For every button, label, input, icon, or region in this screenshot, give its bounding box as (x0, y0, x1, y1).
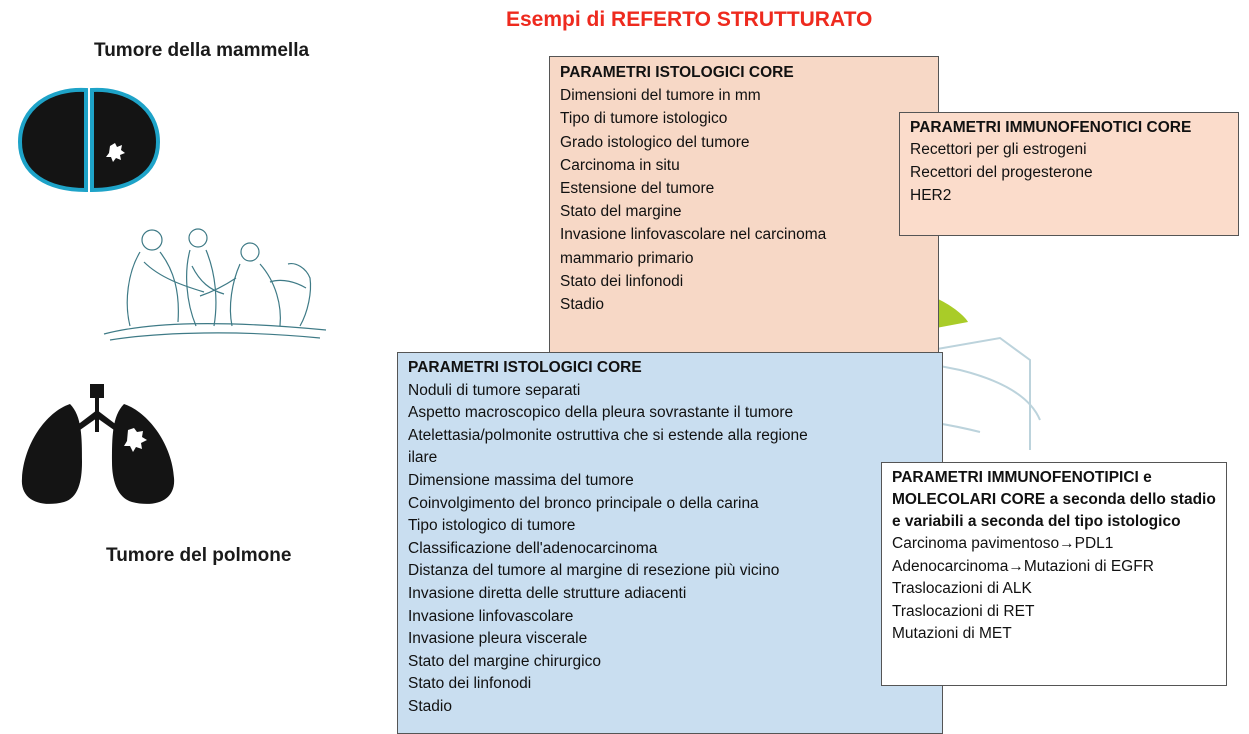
breast-histology-item: Tipo di tumore istologico (560, 110, 728, 128)
lung-molecular-header: PARAMETRI IMMUNOFENOTIPICI e MOLECOLARI … (892, 469, 1216, 530)
breast-histology-item: Dimensioni del tumore in mm (560, 87, 761, 105)
lung-molecular-item: Carcinoma pavimentoso→PDL1 (892, 535, 1114, 552)
breast-histology-item: mammario primario (560, 249, 694, 267)
lung-histology-header: PARAMETRI ISTOLOGICI CORE (408, 359, 642, 376)
breast-histology-box: PARAMETRI ISTOLOGICI CORE Dimensioni del… (549, 56, 939, 356)
lung-histology-item: Invasione linfovascolare (408, 607, 574, 625)
page-title: Esempi di REFERTO STRUTTURATO (506, 8, 873, 31)
lung-histology-item: Dimensione massima del tumore (408, 471, 634, 489)
lung-histology-item: Stato del margine chirurgico (408, 652, 601, 670)
lung-histology-item: Invasione diretta delle strutture adiace… (408, 584, 687, 602)
lung-histology-item: Stadio (408, 697, 452, 715)
lung-molecular-item: Traslocazioni di ALK (892, 580, 1032, 597)
breast-histology-item: Carcinoma in situ (560, 156, 680, 174)
lung-histology-item: Noduli di tumore separati (408, 381, 581, 399)
lung-histology-item: ilare (408, 449, 438, 467)
lung-molecular-box: PARAMETRI IMMUNOFENOTIPICI e MOLECOLARI … (881, 462, 1227, 686)
lung-histology-box: PARAMETRI ISTOLOGICI CORE Noduli di tumo… (397, 352, 943, 734)
breast-immunophenotype-box: PARAMETRI IMMUNOFENOTICI CORE Recettori … (899, 112, 1239, 236)
lung-molecular-item: Mutazioni di MET (892, 625, 1012, 642)
lung-tumor-label: Tumore del polmone (106, 545, 292, 566)
lung-histology-item: Aspetto macroscopico della pleura sovras… (408, 404, 794, 422)
breast-histology-item: Stato del margine (560, 203, 682, 221)
lung-histology-item: Coinvolgimento del bronco principale o d… (408, 494, 759, 512)
lung-histology-item: Atelettasia/polmonite ostruttiva che si … (408, 426, 808, 444)
lung-histology-item: Classificazione dell'adenocarcinoma (408, 539, 658, 557)
lung-histology-item: Stato dei linfonodi (408, 675, 532, 693)
breast-histology-item: Estensione del tumore (560, 180, 715, 198)
breast-histology-item: Stadio (560, 296, 604, 314)
breast-histology-item: Invasione linfovascolare nel carcinoma (560, 226, 827, 244)
lungs-icon (21, 384, 175, 504)
breast-histology-item: Grado istologico del tumore (560, 133, 750, 151)
breast-histology-item: Stato dei linfonodi (560, 272, 684, 290)
breast-immunophenotype-item: Recettori per gli estrogeni (910, 141, 1087, 158)
breast-immunophenotype-header: PARAMETRI IMMUNOFENOTICI CORE (910, 119, 1192, 136)
breast-icon (17, 87, 161, 193)
lung-histology-item: Invasione pleura viscerale (408, 630, 588, 648)
lung-histology-item: Distanza del tumore al margine di resezi… (408, 562, 780, 580)
lung-molecular-item: Traslocazioni di RET (892, 602, 1035, 620)
surgeons-drawing-icon (103, 228, 327, 341)
breast-immunophenotype-item: HER2 (910, 187, 952, 205)
lung-histology-item: Tipo istologico di tumore (408, 517, 576, 535)
breast-tumor-label: Tumore della mammella (94, 40, 310, 61)
lung-molecular-item: Adenocarcinoma→Mutazioni di EGFR (892, 557, 1154, 575)
breast-immunophenotype-item: Recettori del progesterone (910, 164, 1093, 182)
breast-histology-header: PARAMETRI ISTOLOGICI CORE (560, 64, 794, 81)
